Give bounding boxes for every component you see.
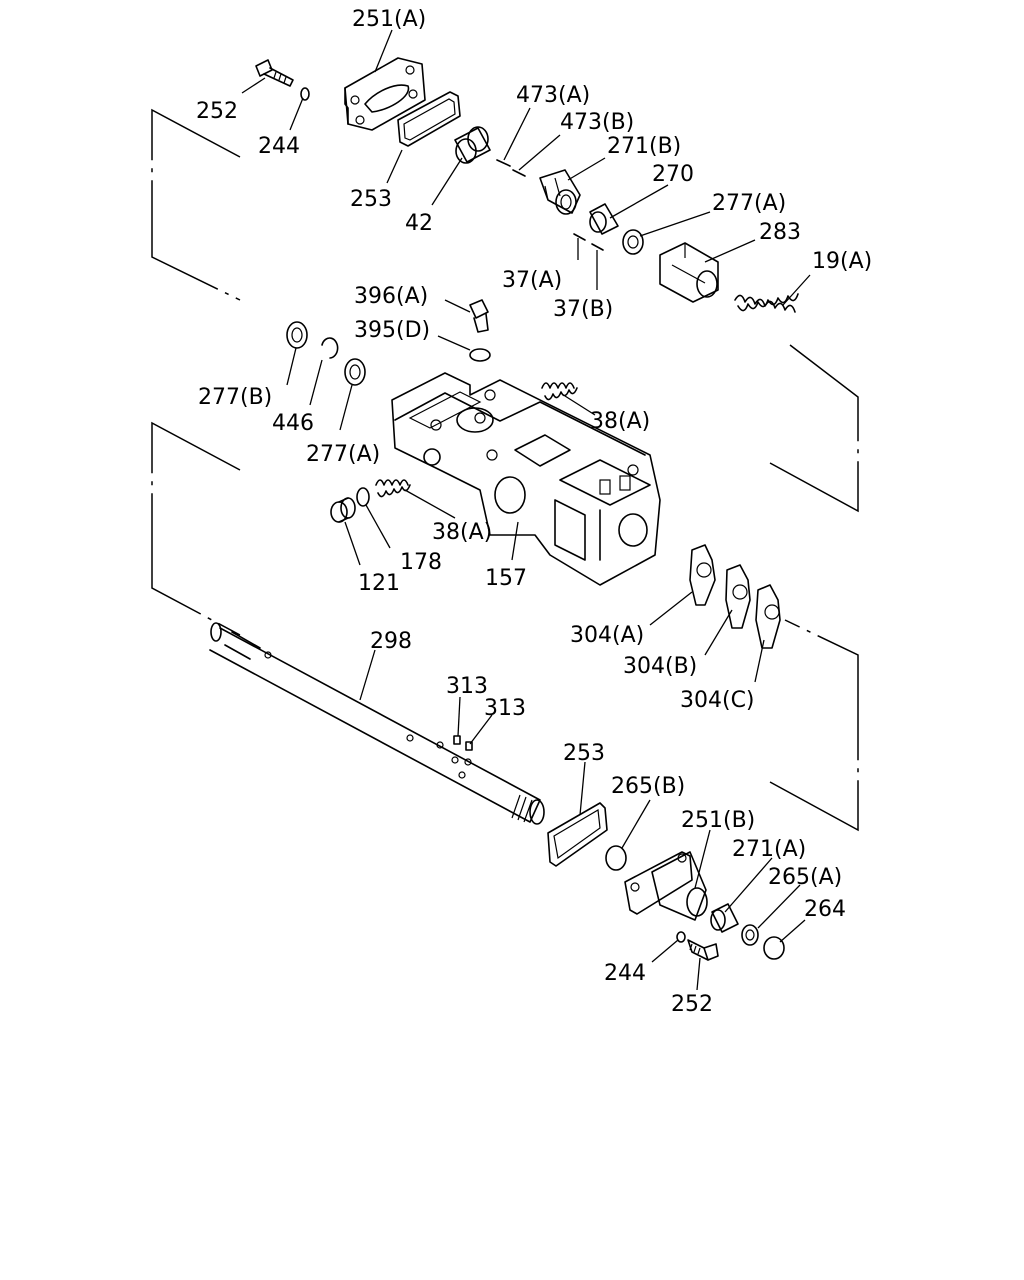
label-277a-top: 277(A): [712, 191, 786, 216]
pin-313-a: [453, 735, 461, 745]
washer-277a-mid: [344, 358, 366, 386]
label-265b: 265(B): [611, 774, 685, 799]
bolt-252-top: [255, 59, 294, 87]
pin-37a: [573, 233, 586, 241]
pin-313-b: [465, 741, 473, 751]
label-38a-right: 38(A): [590, 409, 650, 434]
label-313-b: 313: [484, 696, 526, 721]
label-313-a: 313: [446, 674, 488, 699]
oring-178: [356, 487, 370, 507]
label-251a: 251(A): [352, 7, 426, 32]
oring-395d: [469, 348, 491, 362]
label-42: 42: [405, 211, 433, 236]
cover-251b: [624, 851, 708, 921]
label-265a: 265(A): [768, 865, 842, 890]
label-270: 270: [652, 162, 694, 187]
spring-38a-left: [375, 448, 441, 498]
bushing-271a: [710, 903, 739, 933]
pin-37b: [591, 243, 604, 251]
bolt-252-bottom: [687, 939, 719, 961]
label-37a: 37(A): [502, 268, 562, 293]
block-283: [659, 242, 719, 303]
part-labels: 251(A) 252 244 253 42 473(A) 473(B) 271(…: [196, 7, 872, 1017]
snap-ring-446: [321, 337, 339, 359]
seal-265a: [741, 924, 759, 946]
label-277b: 277(B): [198, 385, 272, 410]
washer-244-top: [300, 87, 310, 101]
label-473a: 473(A): [516, 83, 590, 108]
label-277a-mid: 277(A): [306, 442, 380, 467]
washer-244-bottom: [676, 931, 686, 943]
label-244-bottom: 244: [604, 961, 646, 986]
label-19a: 19(A): [812, 249, 872, 274]
assembly-frame-lines: [151, 108, 859, 832]
label-298: 298: [370, 629, 412, 654]
label-252-bottom: 252: [671, 992, 713, 1017]
label-37b: 37(B): [553, 297, 613, 322]
lever-304b: [725, 564, 751, 629]
label-304b: 304(B): [623, 654, 697, 679]
label-121: 121: [358, 571, 400, 596]
sleeve-271b: [539, 169, 581, 215]
spring-19a: [734, 293, 799, 313]
label-253-bottom: 253: [563, 741, 605, 766]
label-38a-left: 38(A): [432, 520, 492, 545]
oring-265b: [605, 845, 627, 871]
plug-121: [330, 497, 356, 523]
lever-304a: [689, 544, 716, 606]
label-446: 446: [272, 411, 314, 436]
label-244-top: 244: [258, 134, 300, 159]
label-157: 157: [485, 566, 527, 591]
label-252-top: 252: [196, 99, 238, 124]
spring-38a-right: [541, 382, 578, 401]
gasket-253-bottom: [547, 802, 608, 867]
label-178: 178: [400, 550, 442, 575]
housing-157: [391, 372, 661, 586]
label-473b: 473(B): [560, 110, 634, 135]
label-396a: 396(A): [354, 284, 428, 309]
leader-lines: [241, 29, 811, 991]
pin-473a: [496, 159, 511, 167]
bushing-42: [454, 126, 491, 164]
pin-473b: [512, 169, 526, 177]
breather-396a: [469, 299, 489, 333]
cover-plate-251a: [344, 57, 426, 131]
label-395d: 395(D): [354, 318, 430, 343]
lever-304c: [755, 584, 781, 649]
label-264: 264: [804, 897, 846, 922]
label-271a: 271(A): [732, 837, 806, 862]
label-271b: 271(B): [607, 134, 681, 159]
label-253-top: 253: [350, 187, 392, 212]
gasket-253-top: [397, 91, 461, 147]
sleeve-270: [589, 203, 619, 235]
shaft-298: [209, 622, 545, 825]
label-304c: 304(C): [680, 688, 755, 713]
washer-277b: [286, 321, 308, 349]
label-304a: 304(A): [570, 623, 644, 648]
cap-264: [763, 936, 785, 960]
washer-277a-top: [622, 229, 644, 255]
label-283: 283: [759, 220, 801, 245]
label-251b: 251(B): [681, 808, 755, 833]
